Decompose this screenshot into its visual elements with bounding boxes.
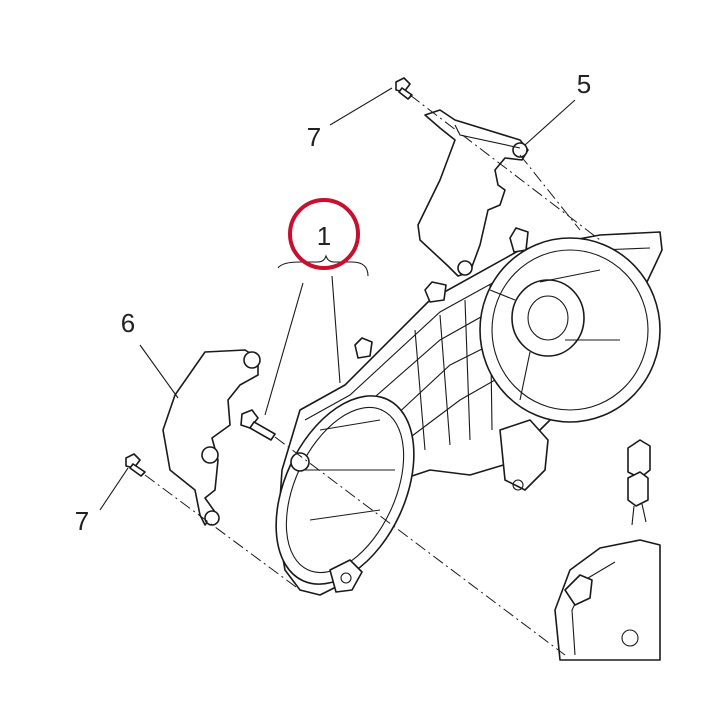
leader-lines bbox=[99, 87, 576, 511]
motor-housing bbox=[554, 539, 661, 661]
bolt-shroud bbox=[240, 409, 276, 441]
callout-7-upper: 7 bbox=[307, 122, 321, 152]
callout-highlight-circle bbox=[288, 198, 360, 270]
callout-1: 1 bbox=[317, 221, 331, 251]
assembly-guide-lines bbox=[144, 94, 601, 656]
callout-5: 5 bbox=[577, 69, 591, 99]
bolt-lower bbox=[125, 453, 146, 477]
callout-6: 6 bbox=[121, 308, 135, 338]
electrical-connector bbox=[627, 439, 651, 526]
upper-bracket bbox=[417, 109, 529, 277]
lower-bracket bbox=[162, 349, 261, 526]
fan-shroud-assembly bbox=[275, 227, 663, 596]
bolt-upper bbox=[395, 77, 413, 100]
callout-7-lower: 7 bbox=[75, 506, 89, 536]
